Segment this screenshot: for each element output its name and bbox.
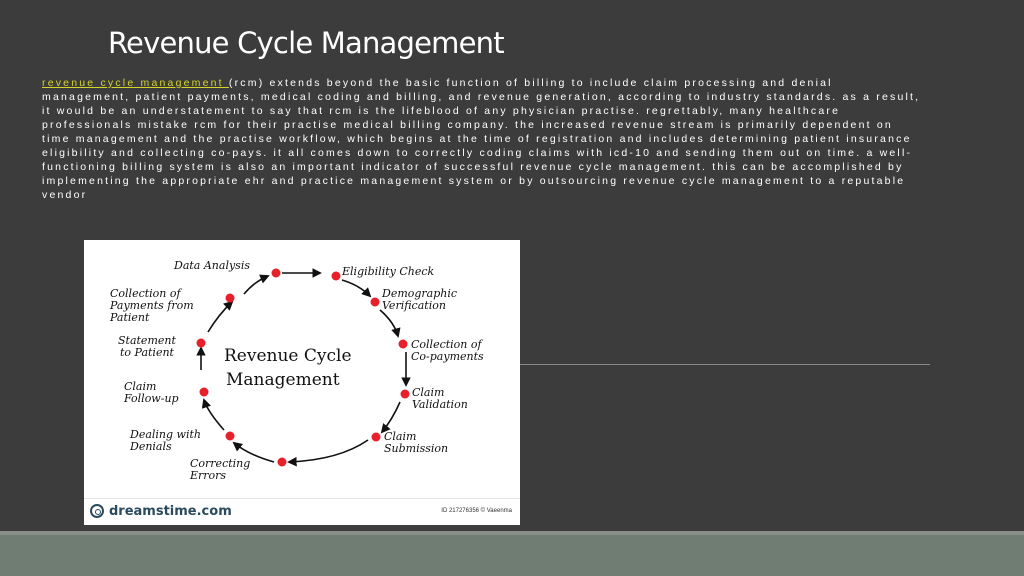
cycle-dots <box>196 268 410 467</box>
label-submission-2: Submission <box>384 442 448 455</box>
label-payments-3: Patient <box>109 311 150 324</box>
label-submission-1: Claim <box>384 430 416 443</box>
dreamstime-logo-icon <box>90 504 104 518</box>
label-validation-1: Claim <box>412 386 444 399</box>
label-demographic-1: Demographic <box>381 287 457 300</box>
label-copay-2: Co-payments <box>411 350 484 363</box>
label-data-analysis: Data Analysis <box>173 259 250 272</box>
rcm-cycle-figure: Data Analysis Eligibility Check Demograp… <box>84 240 520 525</box>
figure-center-line2: Management <box>226 370 340 390</box>
label-denials-1: Dealing with <box>129 428 201 441</box>
figure-center-line1: Revenue Cycle <box>224 346 352 366</box>
figure-footer: dreamstime.com ID 217276356 © Vaeenma <box>84 498 520 525</box>
label-eligibility-check: Eligibility Check <box>341 265 435 278</box>
bottom-band <box>0 531 1024 576</box>
label-errors-1: Correcting <box>190 457 250 470</box>
brand-name: dreamstime.com <box>109 504 232 519</box>
label-statement-1: Statement <box>118 334 176 347</box>
label-validation-2: Validation <box>412 398 468 411</box>
stock-id: ID 217276356 © Vaeenma <box>441 508 512 514</box>
label-denials-2: Denials <box>129 440 172 453</box>
cycle-arrows <box>196 268 411 467</box>
label-followup-2: Follow-up <box>123 392 179 405</box>
label-statement-2: to Patient <box>120 346 175 359</box>
label-followup-1: Claim <box>124 380 156 393</box>
cycle-diagram: Data Analysis Eligibility Check Demograp… <box>109 259 484 482</box>
label-payments-2: Payments from <box>109 299 194 312</box>
divider-line <box>520 364 930 365</box>
body-text: (rcm) extends beyond the basic function … <box>42 77 921 201</box>
label-copay-1: Collection of <box>411 338 484 351</box>
label-payments-1: Collection of <box>110 287 183 300</box>
label-demographic-2: Verification <box>382 299 446 312</box>
slide-title: Revenue Cycle Management <box>108 26 505 60</box>
rcm-link[interactable]: revenue cycle management <box>42 77 229 89</box>
label-errors-2: Errors <box>189 469 226 482</box>
body-paragraph: revenue cycle management (rcm) extends b… <box>42 76 922 202</box>
